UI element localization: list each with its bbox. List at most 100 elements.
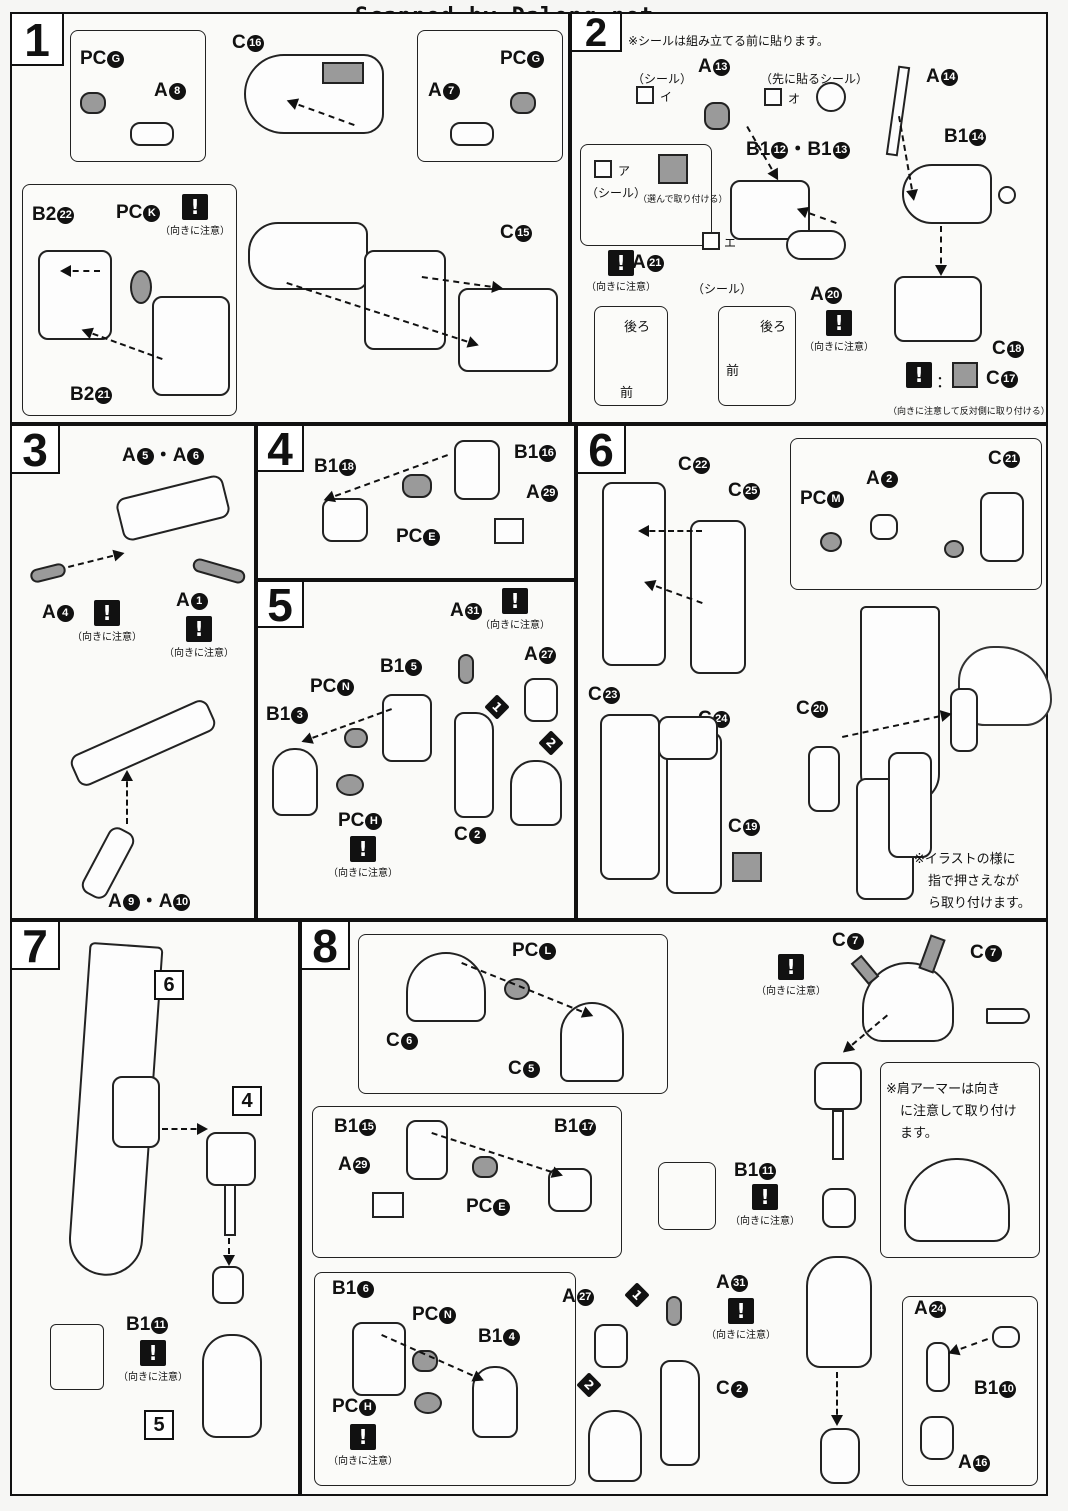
- poly-cap-part: [414, 1392, 442, 1414]
- assembly-arrow: [836, 1372, 838, 1424]
- poly-cap-part: [336, 774, 364, 796]
- assembly-arrow: [940, 226, 942, 274]
- shoulder-note-line-2: に注意して取り付け: [900, 1104, 1017, 1119]
- small-armor-part: [666, 1296, 682, 1326]
- shoulder-note-line-1: ※肩アーマーは向き: [886, 1082, 1001, 1097]
- forearm-armor-part: [454, 712, 494, 818]
- ball-joint-part: [130, 270, 152, 304]
- order-1-marker: 1: [624, 1282, 650, 1308]
- mirror-icon: [952, 362, 978, 388]
- poly-cap-part: [344, 728, 368, 748]
- caution-marker: !（向きに注意）: [160, 194, 230, 237]
- sticker-label: （シール）: [692, 282, 753, 296]
- front-label: 前: [726, 364, 740, 379]
- joint-block-part: [322, 498, 368, 542]
- poly-cap-part: [402, 474, 432, 498]
- finger-note-line-3: ら取り付けます。: [928, 896, 1031, 911]
- shield-frame-part: [600, 714, 660, 880]
- spike-part: [918, 934, 946, 974]
- round-cap-part: [998, 186, 1016, 204]
- opposite-note: （向きに注意して反対側に取り付ける）: [888, 407, 1050, 417]
- caution-marker: !（向きに注意）: [804, 310, 874, 353]
- back-label: 後ろ: [760, 320, 787, 335]
- rifle-muzzle-part: [28, 561, 68, 585]
- small-block-part: [870, 514, 898, 540]
- shoulder-armor-part: [904, 1158, 1010, 1242]
- sticker-i-label: イ: [660, 90, 673, 104]
- joint-block-part: [206, 1132, 256, 1186]
- rifle-grip-part: [191, 556, 247, 586]
- caution-marker: !（向きに注意）: [72, 600, 142, 643]
- choose-icon: [658, 154, 688, 184]
- joint-frame-part: [406, 1120, 448, 1180]
- step-reference-6: 6: [154, 970, 184, 1000]
- assembly-arrow: [62, 270, 100, 272]
- sticker-a-label: ア: [618, 164, 631, 178]
- step-number: 6: [578, 426, 626, 474]
- clip-part: [808, 746, 840, 812]
- joint-frame-part: [352, 1322, 406, 1396]
- step-number: 4: [258, 426, 304, 472]
- antenna-part: [885, 65, 911, 157]
- front-label: 前: [620, 386, 634, 401]
- finger-note-line-2: 指で押さえなが: [928, 874, 1020, 889]
- joint-shaft-part: [224, 1184, 236, 1236]
- small-armor-part: [458, 654, 474, 684]
- caution-marker: !（向きに注意）: [118, 1340, 188, 1383]
- torso-plate-part: [458, 288, 558, 372]
- caution-marker: !（向きに注意）: [706, 1298, 776, 1341]
- step-reference-4: 4: [232, 1086, 262, 1116]
- caution-marker: !（向きに注意）: [586, 250, 656, 293]
- step-number: 1: [12, 14, 64, 66]
- clip-part: [950, 688, 978, 752]
- order-2-marker: 2: [576, 1372, 602, 1398]
- joint-frame-part: [382, 694, 432, 762]
- finger-note-line-1: ※イラストの様に: [914, 852, 1016, 867]
- forearm-armor-part: [660, 1360, 700, 1466]
- colon-symbol: ：: [936, 372, 953, 391]
- step-number: 5: [258, 582, 304, 628]
- backpack-assembly-part: [894, 276, 982, 342]
- joint-collar-part: [822, 1188, 856, 1228]
- step-6-panel: 6 C22 C25 PCM A2 C21 C23 C24 C19 C20 ※イラ…: [576, 424, 1052, 920]
- spike-part: [986, 1008, 1030, 1024]
- arm-assembly-part: [806, 1256, 872, 1368]
- poly-cap-part: [510, 92, 536, 114]
- clip-part: [980, 492, 1024, 562]
- assembly-arrow: [228, 1238, 230, 1264]
- shoulder-shell-part: [560, 1002, 624, 1082]
- spiked-shoulder-part: [862, 962, 954, 1042]
- shoulder-assembly-part: [248, 222, 368, 290]
- elbow-part: [594, 1324, 628, 1368]
- caution-marker: !（向きに注意）: [730, 1184, 800, 1227]
- step-number: 8: [302, 922, 350, 970]
